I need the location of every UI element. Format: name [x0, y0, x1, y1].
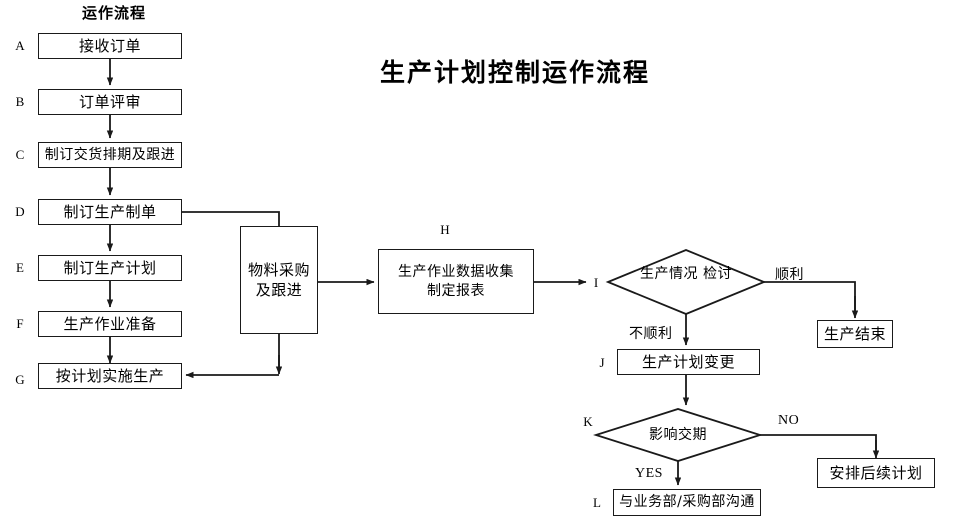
step-letter-h: H [440, 222, 450, 237]
edge-label-no: NO [778, 413, 800, 428]
node-h-data-collection-report[interactable]: 生产作业数据收集 制定报表 [378, 249, 534, 314]
node-j-label: 生产计划变更 [641, 352, 735, 371]
node-followup-plan-label: 安排后续计划 [829, 463, 923, 482]
node-j-plan-change[interactable]: 生产计划变更 [617, 349, 760, 375]
node-production-end-label: 生产结束 [823, 324, 886, 343]
node-a-label: 接收订单 [78, 36, 141, 55]
step-letter-c: C [15, 147, 25, 162]
node-followup-plan[interactable]: 安排后续计划 [817, 458, 935, 488]
step-letter-l: L [593, 495, 601, 510]
node-k-label: 影响交期 [649, 427, 707, 443]
node-e-label: 制订生产计划 [63, 258, 157, 277]
step-letter-j: J [599, 355, 605, 370]
step-letter-i: I [593, 275, 599, 290]
step-letter-b: B [15, 94, 25, 109]
node-c-label: 制订交货排期及跟进 [44, 146, 176, 163]
node-l-communicate-departments[interactable]: 与业务部/采购部沟通 [613, 489, 761, 516]
node-h-label-line2: 制定报表 [427, 282, 485, 299]
node-b-label: 订单评审 [78, 92, 141, 111]
node-i-production-status-review[interactable]: 生产情况 检讨 [636, 266, 736, 284]
node-g-execute-production[interactable]: 按计划实施生产 [38, 363, 182, 389]
step-letter-a: A [15, 38, 25, 53]
node-material-label-line1: 物料采购 [247, 260, 310, 279]
node-l-label: 与业务部/采购部沟通 [619, 494, 755, 511]
step-letter-f: F [16, 316, 24, 331]
node-a-receive-order[interactable]: 接收订单 [38, 33, 182, 59]
edge-label-not-smooth: 不顺利 [629, 326, 673, 342]
node-i-label-line2: 检讨 [702, 266, 732, 282]
node-i-label-line1: 生产情况 [640, 266, 699, 282]
node-production-end[interactable]: 生产结束 [817, 320, 893, 348]
node-material-label-line2: 及跟进 [255, 281, 303, 299]
column-header: 运作流程 [81, 4, 146, 22]
node-b-order-review[interactable]: 订单评审 [38, 89, 182, 115]
node-e-production-plan[interactable]: 制订生产计划 [38, 255, 182, 281]
node-c-delivery-schedule[interactable]: 制订交货排期及跟进 [38, 142, 182, 168]
edge-label-yes: YES [635, 466, 663, 481]
step-letter-g: G [15, 372, 25, 387]
node-k-affects-delivery[interactable]: 影响交期 [628, 427, 728, 445]
step-letter-e: E [16, 260, 24, 275]
node-d-label: 制订生产制单 [63, 202, 157, 221]
node-g-label: 按计划实施生产 [55, 366, 165, 385]
node-h-label-line1: 生产作业数据收集 [398, 263, 514, 280]
edge-label-smooth: 顺利 [775, 267, 804, 283]
step-letter-k: K [583, 414, 593, 429]
node-d-production-order[interactable]: 制订生产制单 [38, 199, 182, 225]
node-f-production-prep[interactable]: 生产作业准备 [38, 311, 182, 337]
node-f-label: 生产作业准备 [63, 314, 157, 333]
step-letter-d: D [15, 204, 25, 219]
node-material-procurement[interactable]: 物料采购 及跟进 [240, 226, 318, 334]
page-title: 生产计划控制运作流程 [380, 58, 651, 87]
